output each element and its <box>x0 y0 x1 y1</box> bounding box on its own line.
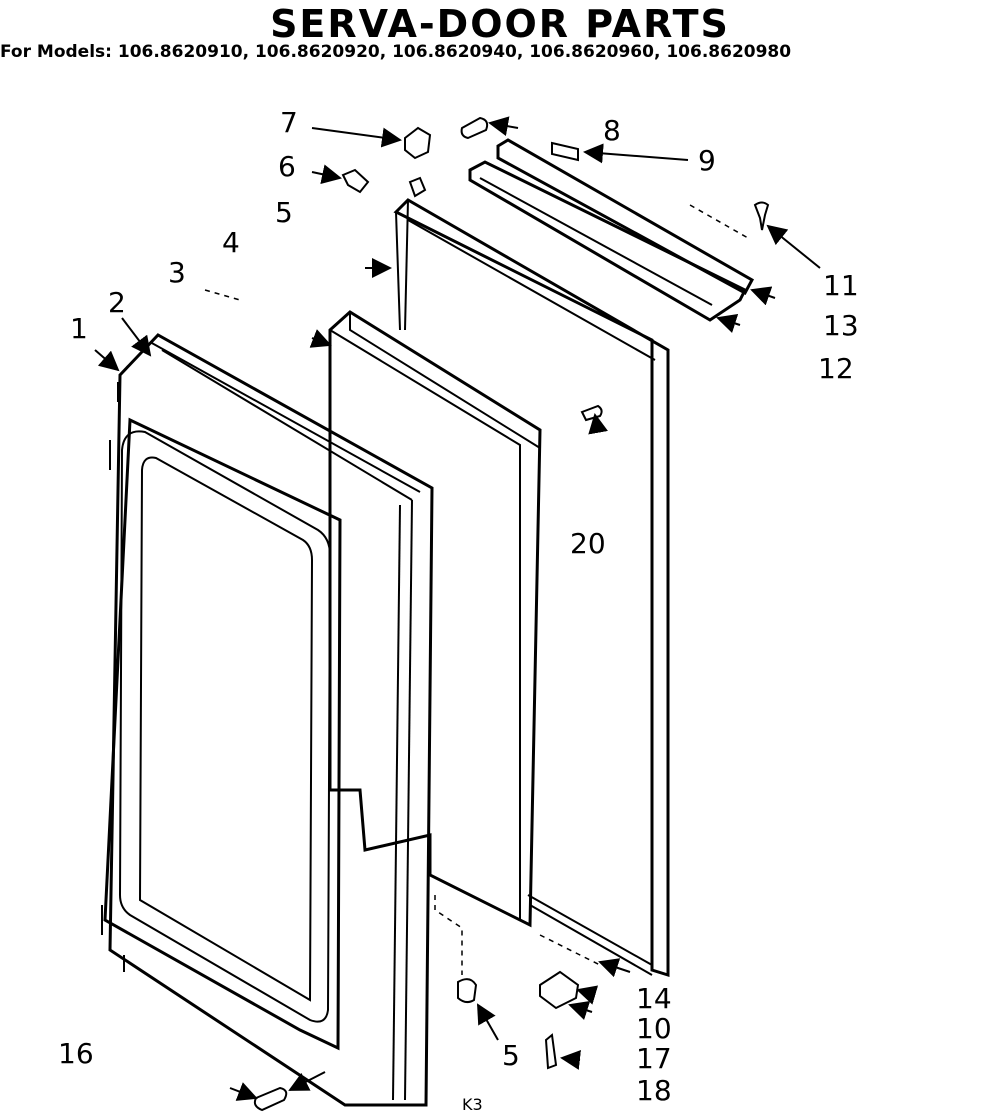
callout-label: 16 <box>58 1037 94 1070</box>
model-list: For Models: 106.8620910, 106.8620920, 10… <box>0 42 792 62</box>
callout-label: 6 <box>278 150 296 183</box>
leader-arrows <box>94 116 821 1101</box>
insulation-block <box>328 310 542 928</box>
callout-label: 12 <box>818 352 854 385</box>
footer-mark: K3 <box>462 1095 483 1114</box>
outer-door-panel <box>101 333 434 1107</box>
diagram-title: SERVA-DOOR PARTS <box>270 2 730 46</box>
callout-label: 18 <box>636 1074 672 1107</box>
bottom-hinge-hardware <box>253 895 601 1112</box>
callout-label: 7 <box>280 106 298 139</box>
callout-label: 2 <box>108 286 126 319</box>
callout-label: 11 <box>823 269 859 302</box>
callout-label: 10 <box>636 1012 672 1045</box>
callout-label: 8 <box>603 114 621 147</box>
callout-label: 20 <box>570 527 606 560</box>
callout-label: 14 <box>636 982 672 1015</box>
callout-label: 5 <box>502 1039 520 1072</box>
top-door-cap <box>468 138 755 322</box>
callout-label: 9 <box>698 144 716 177</box>
inner-door-liner <box>393 198 670 978</box>
callout-label: 5 <box>275 196 293 229</box>
callout-label: 4 <box>222 226 240 259</box>
callout-label: 3 <box>168 256 186 289</box>
callout-label: 17 <box>636 1042 672 1075</box>
top-hinge-hardware <box>341 116 770 422</box>
callout-label: 1 <box>70 312 88 345</box>
callout-label: 13 <box>823 309 859 342</box>
